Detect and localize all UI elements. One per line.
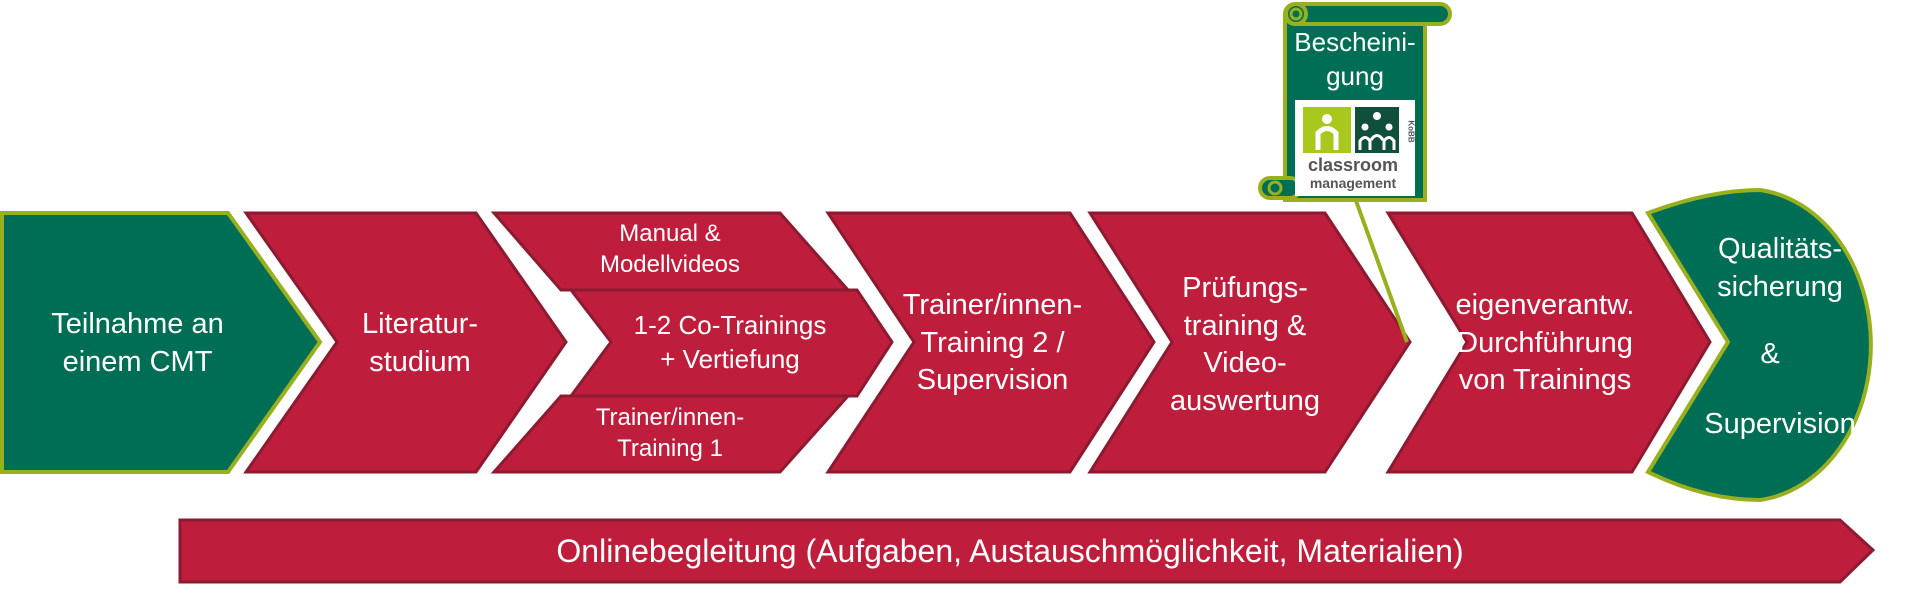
step-1-shape xyxy=(0,211,323,474)
certificate-pointer xyxy=(1353,197,1409,343)
step-3b-shape xyxy=(567,288,894,398)
step-7-label-top: Qualitäts-sicherung xyxy=(1717,233,1843,303)
step-3b-label: 1-2 Co-Trainings+ Vertiefung xyxy=(633,310,827,374)
step-5-shape xyxy=(1087,211,1412,474)
step-7-label-bottom: Supervision xyxy=(1704,408,1856,440)
logo-word-management: management xyxy=(1309,175,1397,191)
step-6-shape xyxy=(1385,211,1712,474)
online-bar-label: Onlinebegleitung (Aufgaben, Austauschmög… xyxy=(556,533,1464,569)
online-bar-shape xyxy=(178,518,1876,584)
logo-side-text: KoBB xyxy=(1406,120,1416,143)
step-3a-label: Manual &Modellvideos xyxy=(599,220,741,279)
logo-word-classroom: classroom xyxy=(1307,155,1399,175)
step-4-label: Trainer/innen-Training 2 /Supervision xyxy=(902,289,1083,397)
step-2-shape xyxy=(243,211,568,474)
step-7-label-amp: & xyxy=(1760,338,1780,370)
certificate-title: Bescheini-gung xyxy=(1294,27,1416,91)
step-5-label: Prüfungs-training &Video-auswertung xyxy=(1170,272,1320,418)
step-2-label: Literatur-studium xyxy=(361,308,479,378)
step-7-shape xyxy=(1645,187,1873,503)
step-4-shape xyxy=(825,211,1156,474)
step-3c-shape xyxy=(490,394,852,474)
step-3c-label: Trainer/innen-Training 1 xyxy=(595,404,745,463)
